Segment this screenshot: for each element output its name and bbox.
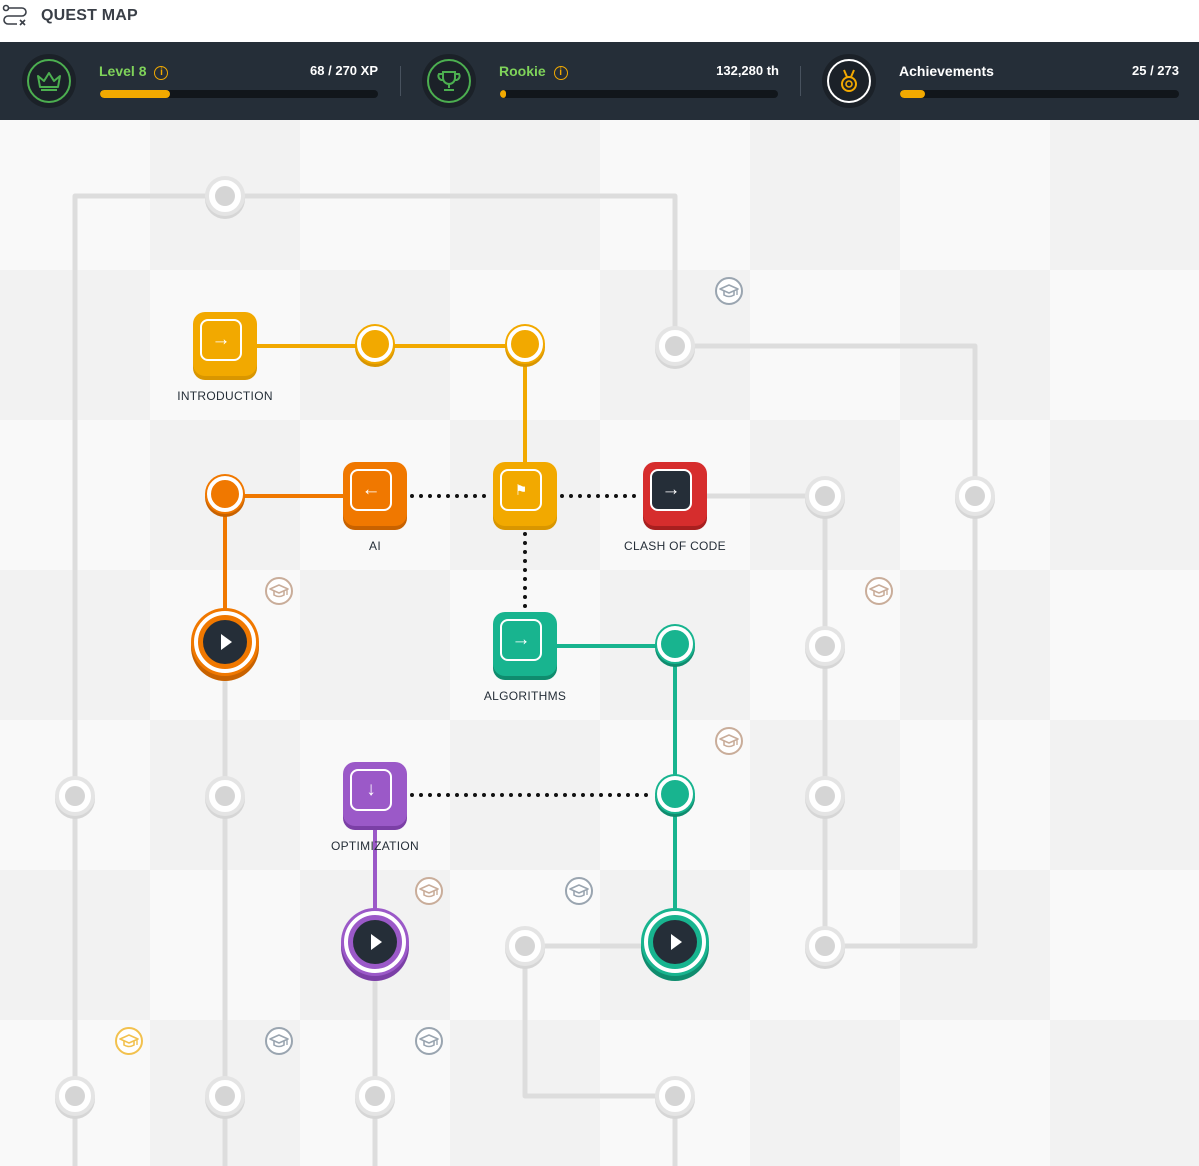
level-badge bbox=[22, 54, 76, 108]
locked-node[interactable] bbox=[805, 476, 845, 516]
graduation-cap-icon[interactable] bbox=[414, 876, 444, 906]
introduction-node[interactable] bbox=[357, 326, 393, 362]
locked-node[interactable] bbox=[805, 776, 845, 816]
ai-node[interactable] bbox=[207, 476, 243, 512]
map-cell bbox=[1050, 1020, 1199, 1166]
algorithms-play-button[interactable] bbox=[644, 911, 706, 973]
locked-node[interactable] bbox=[955, 476, 995, 516]
map-cell bbox=[900, 120, 1050, 270]
clash-of-code-label: CLASH OF CODE bbox=[624, 539, 726, 553]
graduation-cap-icon[interactable] bbox=[564, 876, 594, 906]
algorithms-node[interactable] bbox=[657, 626, 693, 662]
map-cell bbox=[750, 1020, 900, 1166]
top-bar: QUEST MAP bbox=[0, 0, 1199, 42]
info-icon[interactable]: i bbox=[154, 66, 169, 80]
arrow-down-icon: ↓ bbox=[350, 769, 392, 811]
medal-icon bbox=[841, 69, 857, 92]
locked-node[interactable] bbox=[655, 326, 695, 366]
locked-node[interactable] bbox=[355, 1076, 395, 1116]
introduction-quest[interactable]: → bbox=[193, 312, 257, 376]
optimization-play-button[interactable] bbox=[344, 911, 406, 973]
ai-label: AI bbox=[369, 539, 381, 553]
map-cell bbox=[1050, 270, 1199, 420]
locked-node[interactable] bbox=[505, 926, 545, 966]
introduction-node[interactable] bbox=[507, 326, 543, 362]
locked-node[interactable] bbox=[655, 1076, 695, 1116]
algorithms-node[interactable] bbox=[657, 776, 693, 812]
locked-node[interactable] bbox=[55, 776, 95, 816]
ai-quest[interactable]: ← bbox=[343, 462, 407, 526]
introduction-label: INTRODUCTION bbox=[177, 389, 273, 403]
locked-node[interactable] bbox=[205, 176, 245, 216]
achievements-progress-bar bbox=[900, 90, 1179, 98]
algorithms-label: ALGORITHMS bbox=[483, 689, 567, 703]
map-cell bbox=[1050, 120, 1199, 270]
info-icon[interactable]: i bbox=[553, 66, 568, 80]
map-cell bbox=[300, 570, 450, 720]
locked-node[interactable] bbox=[55, 1076, 95, 1116]
achievements-badge bbox=[822, 54, 876, 108]
achievements-count: 25 / 273 bbox=[1132, 63, 1179, 78]
play-icon bbox=[203, 620, 247, 664]
map-cell bbox=[1050, 870, 1199, 1020]
crown-icon bbox=[37, 72, 61, 91]
map-cell bbox=[750, 120, 900, 270]
locked-node[interactable] bbox=[805, 626, 845, 666]
page-title: QUEST MAP bbox=[41, 7, 138, 24]
algorithms-quest[interactable]: → bbox=[493, 612, 557, 676]
graduation-cap-icon[interactable] bbox=[264, 1026, 294, 1056]
play-icon bbox=[653, 920, 697, 964]
quest-map-icon bbox=[2, 4, 27, 26]
locked-node[interactable] bbox=[805, 926, 845, 966]
trophy-icon bbox=[437, 71, 461, 91]
graduation-cap-icon[interactable] bbox=[414, 1026, 444, 1056]
quest-map[interactable]: → INTRODUCTION ← AI ⚑ → CLASH OF CODE → … bbox=[0, 120, 1199, 1166]
clash-of-code-quest[interactable]: → bbox=[643, 462, 707, 526]
graduation-cap-icon[interactable] bbox=[114, 1026, 144, 1056]
optimization-quest[interactable]: ↓ bbox=[343, 762, 407, 826]
achievements-label: Achievements bbox=[899, 63, 994, 79]
graduation-cap-icon[interactable] bbox=[714, 276, 744, 306]
quest-paths bbox=[72, 193, 978, 1166]
graduation-cap-icon[interactable] bbox=[264, 576, 294, 606]
ai-play-button[interactable] bbox=[194, 611, 256, 673]
rank-value: 132,280 th bbox=[716, 63, 779, 78]
map-cell bbox=[900, 1020, 1050, 1166]
start-quest[interactable]: ⚑ bbox=[493, 462, 557, 526]
arrow-right-icon: → bbox=[200, 319, 242, 361]
optimization-label: OPTIMIZATION bbox=[330, 839, 420, 853]
graduation-cap-icon[interactable] bbox=[864, 576, 894, 606]
rank-badge bbox=[422, 54, 476, 108]
achievements-stat[interactable]: Achievements 25 / 273 bbox=[800, 42, 1199, 120]
level-xp: 68 / 270 XP bbox=[310, 63, 378, 78]
map-cell bbox=[1050, 720, 1199, 870]
dotted-links bbox=[410, 494, 657, 797]
map-cell bbox=[1050, 420, 1199, 570]
rank-progress-bar bbox=[500, 90, 778, 98]
arrow-right-icon: → bbox=[650, 469, 692, 511]
level-progress-bar bbox=[100, 90, 378, 98]
locked-node[interactable] bbox=[205, 1076, 245, 1116]
arrow-right-icon: → bbox=[500, 619, 542, 661]
map-cell bbox=[1050, 570, 1199, 720]
flag-icon: ⚑ bbox=[500, 469, 542, 511]
play-icon bbox=[353, 920, 397, 964]
graduation-cap-icon[interactable] bbox=[714, 726, 744, 756]
arrow-left-icon: ← bbox=[350, 469, 392, 511]
locked-node[interactable] bbox=[205, 776, 245, 816]
